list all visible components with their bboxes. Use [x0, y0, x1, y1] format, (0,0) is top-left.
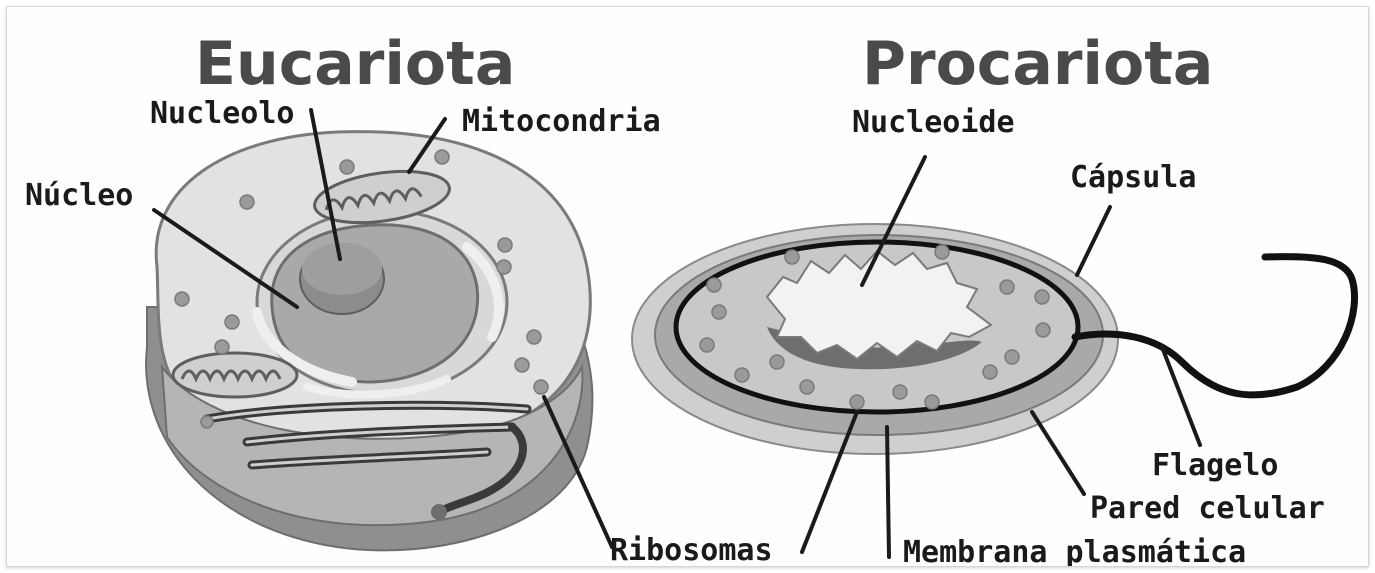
- label-nucleoid: Nucleoide: [852, 105, 1015, 140]
- eukaryote-title: Eucariota: [195, 29, 515, 99]
- label-plasma-membrane: Membrana plasmática: [903, 535, 1246, 566]
- nucleus-body: [272, 225, 478, 382]
- diagram-frame: Eucariota Procariota Nucleolo Mitocondri…: [6, 6, 1369, 567]
- prokaryote-title: Procariota: [862, 29, 1213, 99]
- prokaryote-cell: [632, 224, 1355, 454]
- label-nucleus: Núcleo: [25, 178, 133, 213]
- cell-comparison-diagram: Eucariota Procariota Nucleolo Mitocondri…: [7, 7, 1368, 566]
- label-mitochondria: Mitocondria: [462, 104, 661, 139]
- label-flagellum: Flagelo: [1152, 448, 1278, 483]
- mitochondrion-left: [173, 353, 297, 397]
- label-nucleolus: Nucleolo: [150, 96, 295, 131]
- eukaryote-cell: [146, 132, 592, 551]
- label-ribosomes: Ribosomas: [610, 533, 773, 566]
- label-cell-wall: Pared celular: [1090, 491, 1325, 526]
- label-capsule: Cápsula: [1070, 160, 1196, 195]
